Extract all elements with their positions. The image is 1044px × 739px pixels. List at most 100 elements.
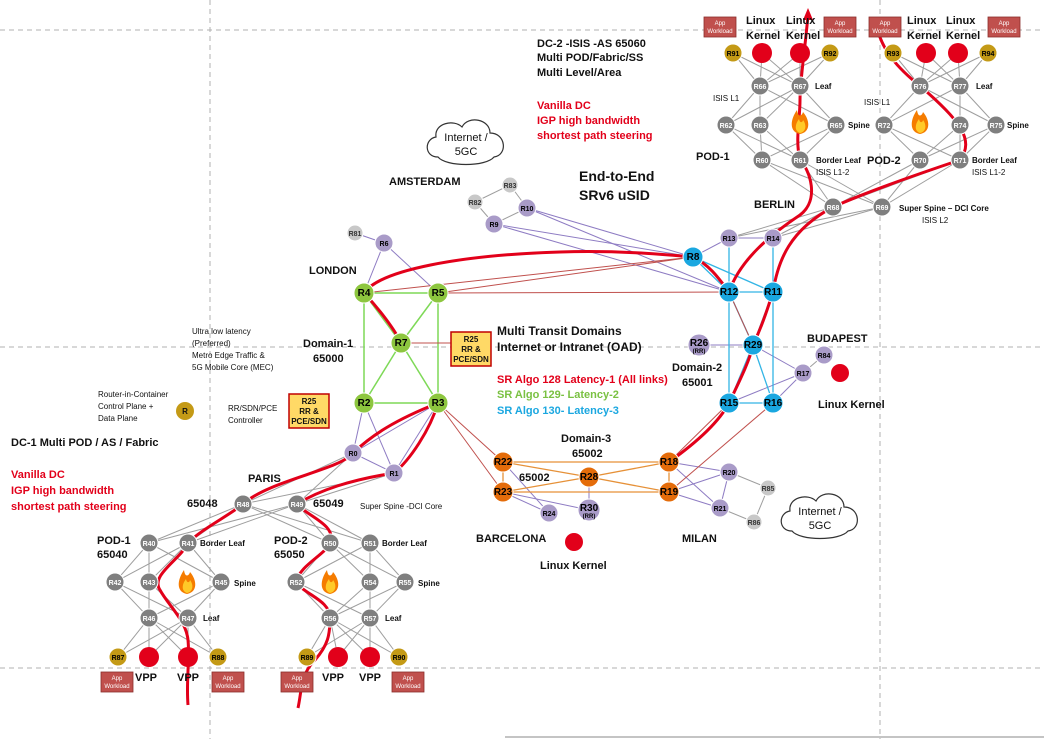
router-r66[interactable]: R66 [750, 76, 770, 96]
router-r15[interactable]: R15 [718, 392, 740, 414]
router-r56[interactable]: R56 [320, 608, 340, 628]
router-r7[interactable]: R7 [390, 332, 412, 354]
router-r82[interactable]: R82 [466, 193, 484, 211]
router-r72[interactable]: R72 [874, 115, 894, 135]
router-r90[interactable]: R90 [389, 647, 409, 667]
router-r65[interactable]: R65 [826, 115, 846, 135]
router-label: R24 [543, 511, 556, 518]
router-r51[interactable]: R51 [360, 533, 380, 553]
router-r75[interactable]: R75 [986, 115, 1006, 135]
router-r8[interactable]: R8 [682, 246, 704, 268]
router-r6[interactable]: R6 [374, 233, 394, 253]
router-r45[interactable]: R45 [211, 572, 231, 592]
router-r71[interactable]: R71 [950, 150, 970, 170]
router-r94[interactable]: R94 [978, 43, 998, 63]
router-r74[interactable]: R74 [950, 115, 970, 135]
router-r55[interactable]: R55 [395, 572, 415, 592]
router-r84[interactable]: R84 [814, 345, 834, 365]
router-label: R55 [399, 580, 412, 587]
router-r21[interactable]: R21 [710, 498, 730, 518]
router-r16[interactable]: R16 [762, 392, 784, 414]
router-label: R45 [215, 580, 228, 587]
router-r50[interactable]: R50 [320, 533, 340, 553]
router-r91[interactable]: R91 [723, 43, 743, 63]
rr-box-label: RR & [299, 407, 319, 416]
router-r40[interactable]: R40 [139, 533, 159, 553]
router-r24[interactable]: R24 [539, 503, 559, 523]
router-r1[interactable]: R1 [384, 463, 404, 483]
router-r29[interactable]: R29 [742, 334, 764, 356]
link-R23-R30 [502, 491, 590, 511]
router-r83[interactable]: R83 [501, 176, 519, 194]
router-r70[interactable]: R70 [910, 150, 930, 170]
router-node-icon [484, 214, 504, 234]
router-r60[interactable]: R60 [752, 150, 772, 170]
router-r89[interactable]: R89 [297, 647, 317, 667]
router-r4[interactable]: R4 [353, 282, 375, 304]
router-r20[interactable]: R20 [719, 462, 739, 482]
router-r57[interactable]: R57 [360, 608, 380, 628]
router-node-icon [139, 533, 159, 553]
router-r17[interactable]: R17 [793, 363, 813, 383]
router-r76[interactable]: R76 [910, 76, 930, 96]
router-r26[interactable]: R26(RR) [687, 333, 711, 357]
router-r13[interactable]: R13 [719, 228, 739, 248]
router-r93[interactable]: R93 [883, 43, 903, 63]
router-r52[interactable]: R52 [286, 572, 306, 592]
app-label: Workload [215, 684, 240, 690]
router-r10[interactable]: R10 [517, 198, 537, 218]
router-r42[interactable]: R42 [105, 572, 125, 592]
router-r67[interactable]: R67 [790, 76, 810, 96]
router-r18[interactable]: R18 [658, 451, 680, 473]
router-r63[interactable]: R63 [750, 115, 770, 135]
router-label: R22 [494, 457, 513, 468]
router-r0[interactable]: R0 [343, 443, 363, 463]
router-r5[interactable]: R5 [427, 282, 449, 304]
router-r22[interactable]: R22 [492, 451, 514, 473]
router-r92[interactable]: R92 [820, 43, 840, 63]
router-r11[interactable]: R11 [762, 281, 784, 303]
router-r19[interactable]: R19 [658, 481, 680, 503]
router-r85[interactable]: R85 [759, 479, 777, 497]
link-R3-R1 [393, 402, 439, 474]
router-r12[interactable]: R12 [718, 281, 740, 303]
router-r9[interactable]: R9 [484, 214, 504, 234]
router-r3[interactable]: R3 [427, 392, 449, 414]
linux-kernel-node-icon [752, 43, 772, 63]
router-r62[interactable]: R62 [716, 115, 736, 135]
router-r49[interactable]: R49 [287, 494, 307, 514]
link-R3-R23 [437, 402, 504, 493]
router-label: R75 [990, 123, 1003, 130]
router-r87[interactable]: R87 [108, 647, 128, 667]
router-r88[interactable]: R88 [208, 647, 228, 667]
router-r41[interactable]: R41 [178, 533, 198, 553]
router-r61[interactable]: R61 [790, 150, 810, 170]
router-r68[interactable]: R68 [823, 197, 843, 217]
router-label: R47 [182, 616, 195, 623]
router-r30[interactable]: R30(RR) [577, 498, 601, 522]
router-r2[interactable]: R2 [353, 392, 375, 414]
router-r54[interactable]: R54 [360, 572, 380, 592]
router-node-icon [211, 572, 231, 592]
router-r77[interactable]: R77 [950, 76, 970, 96]
router-r46[interactable]: R46 [139, 608, 159, 628]
router-node-icon [577, 498, 601, 522]
router-r14[interactable]: R14 [763, 228, 783, 248]
router-node-icon [790, 150, 810, 170]
router-r48[interactable]: R48 [233, 494, 253, 514]
router-node-icon [501, 176, 519, 194]
linux-label: Linux [746, 15, 776, 27]
router-label: R12 [720, 287, 739, 298]
router-r81[interactable]: R81 [346, 224, 364, 242]
router-r28[interactable]: R28 [578, 466, 600, 488]
router-r86[interactable]: R86 [745, 513, 763, 531]
domain3-as: 65002 [519, 472, 550, 484]
router-r23[interactable]: R23 [492, 481, 514, 503]
router-label: R43 [143, 580, 156, 587]
router-r69[interactable]: R69 [872, 197, 892, 217]
dc2-subtitle: Multi Level/Area [537, 67, 622, 79]
router-r47[interactable]: R47 [178, 608, 198, 628]
router-r43[interactable]: R43 [139, 572, 159, 592]
